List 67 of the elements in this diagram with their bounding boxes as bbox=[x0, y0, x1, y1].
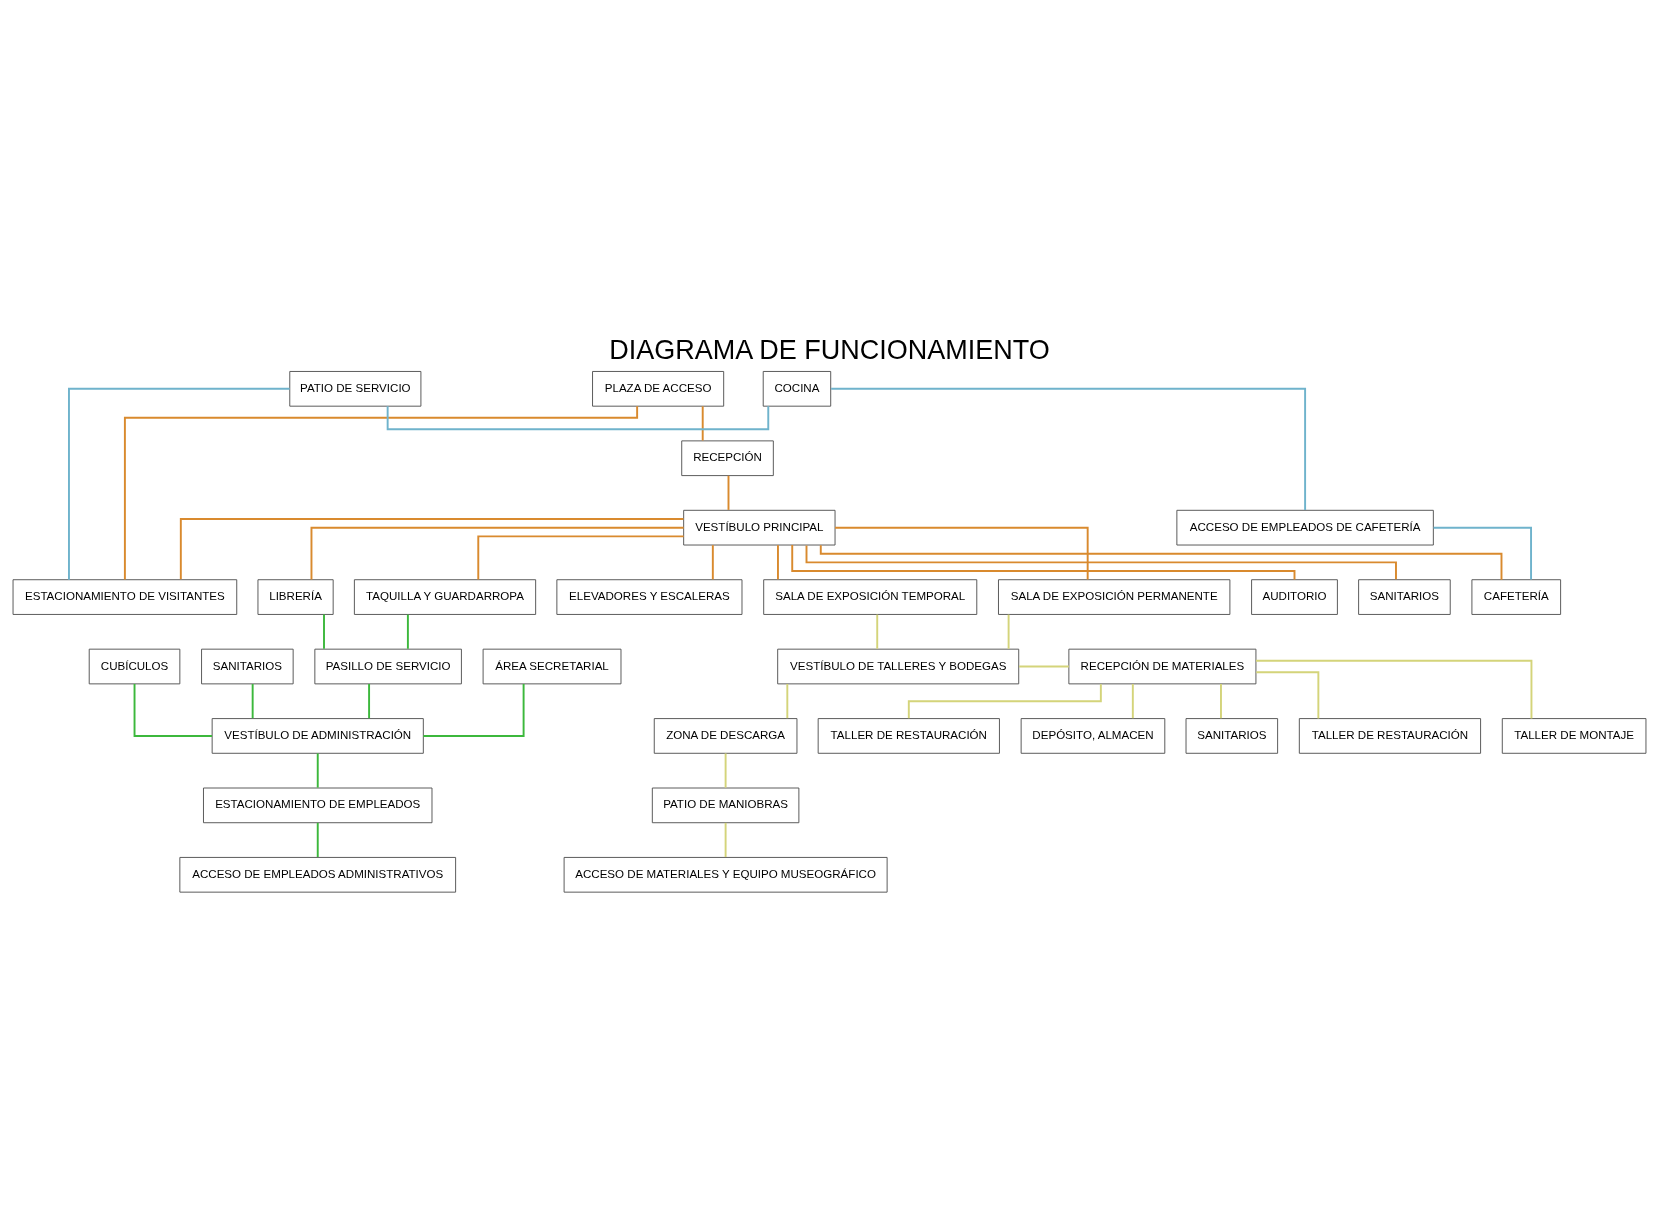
connector bbox=[68, 387, 291, 581]
node-box: PASILLO DE SERVICIO bbox=[314, 648, 462, 684]
node-box: TALLER DE RESTAURACIÓN bbox=[1298, 717, 1482, 754]
connector bbox=[316, 821, 319, 858]
connector bbox=[791, 543, 1296, 581]
node-box: ESTACIONAMIENTO DE EMPLEADOS bbox=[203, 787, 433, 823]
connector bbox=[805, 543, 1397, 580]
node-box: AUDITORIO bbox=[1251, 578, 1338, 615]
node-box: CAFETERÍA bbox=[1471, 578, 1562, 615]
connector bbox=[786, 682, 789, 719]
connector bbox=[876, 613, 879, 650]
connector bbox=[1131, 682, 1134, 719]
connector bbox=[1018, 665, 1070, 667]
node-box: PATIO DE MANIOBRAS bbox=[651, 787, 800, 823]
connector bbox=[701, 404, 704, 441]
connector bbox=[1255, 670, 1320, 719]
node-box: VESTÍBULO PRINCIPAL bbox=[683, 509, 836, 545]
connector bbox=[1432, 526, 1532, 581]
node-box: TALLER DE RESTAURACIÓN bbox=[817, 717, 1000, 754]
node-box: RECEPCIÓN DE MATERIALES bbox=[1068, 648, 1257, 684]
connector bbox=[907, 682, 1102, 719]
connector bbox=[477, 534, 685, 580]
connector bbox=[323, 613, 325, 650]
node-box: PATIO DE SERVICIO bbox=[289, 370, 422, 407]
connector bbox=[834, 526, 1089, 581]
node-box: PLAZA DE ACCESO bbox=[592, 370, 725, 407]
node-box: ACCESO DE EMPLEADOS DE CAFETERÍA bbox=[1176, 509, 1434, 545]
connector bbox=[819, 543, 1503, 581]
node-box: ELEVADORES Y ESCALERAS bbox=[556, 578, 743, 615]
connector bbox=[724, 752, 727, 789]
node-box: ACCESO DE EMPLEADOS ADMINISTRATIVOS bbox=[179, 856, 457, 893]
node-box: SANITARIOS bbox=[1185, 717, 1279, 754]
connector bbox=[179, 517, 685, 580]
node-box: VESTÍBULO DE TALLERES Y BODEGAS bbox=[777, 648, 1020, 684]
node-box: SANITARIOS bbox=[201, 648, 294, 684]
connector bbox=[310, 526, 685, 581]
node-box: COCINA bbox=[762, 370, 832, 407]
connector bbox=[777, 543, 779, 580]
connector bbox=[123, 404, 639, 581]
node-box: CUBÍCULOS bbox=[88, 648, 181, 684]
node-box: ZONA DE DESCARGA bbox=[653, 717, 798, 754]
connector bbox=[1220, 682, 1222, 719]
node-box: VESTÍBULO DE ADMINISTRACIÓN bbox=[211, 717, 424, 754]
node-box: ACCESO DE MATERIALES Y EQUIPO MUSEOGRÁFICO bbox=[563, 856, 888, 893]
connector bbox=[133, 682, 213, 737]
connector bbox=[368, 682, 371, 719]
node-box: TALLER DE MONTAJE bbox=[1501, 717, 1647, 754]
node-box: TAQUILLA Y GUARDARROPA bbox=[353, 578, 537, 615]
connector bbox=[1255, 659, 1533, 719]
node-box: SALA DE EXPOSICIÓN TEMPORAL bbox=[763, 578, 978, 615]
diagram-title: DIAGRAMA DE FUNCIONAMIENTO bbox=[609, 334, 1050, 365]
connector bbox=[406, 613, 409, 650]
node-box: ESTACIONAMIENTO DE VISITANTES bbox=[12, 578, 238, 615]
connector bbox=[711, 543, 714, 580]
node-box: SALA DE EXPOSICIÓN PERMANENTE bbox=[998, 578, 1231, 615]
connector bbox=[1007, 613, 1010, 650]
connector bbox=[316, 752, 319, 789]
node-box: DEPÓSITO, ALMACEN bbox=[1020, 717, 1166, 754]
connector bbox=[724, 821, 727, 858]
node-box: RECEPCIÓN bbox=[681, 439, 774, 476]
node-box: LIBRERÍA bbox=[257, 578, 334, 615]
node-box: SANITARIOS bbox=[1358, 578, 1451, 615]
connector bbox=[830, 387, 1307, 511]
node-box: ÁREA SECRETARIAL bbox=[482, 648, 622, 684]
connector bbox=[251, 682, 254, 719]
connector bbox=[727, 474, 730, 511]
connector bbox=[422, 682, 525, 737]
